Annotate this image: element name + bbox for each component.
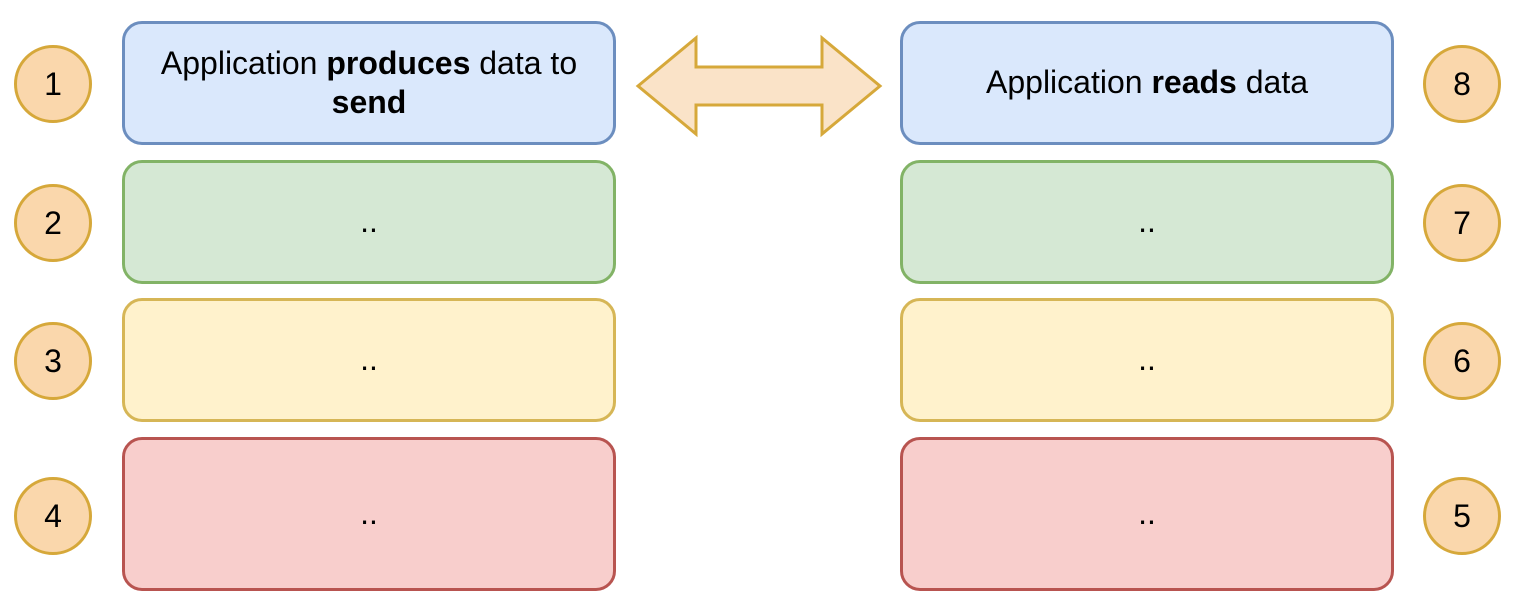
step-circle-1: 1 [14, 45, 92, 123]
right-layer-3-label: .. [1138, 341, 1156, 378]
double-headed-arrow-shape [635, 34, 883, 138]
step-circle-7: 7 [1423, 184, 1501, 262]
step-circle-2: 2 [14, 184, 92, 262]
left-application-label: Application produces data to send [161, 44, 577, 122]
right-layer-2: .. [900, 160, 1394, 284]
step-circle-3: 3 [14, 322, 92, 400]
step-circle-8: 8 [1423, 45, 1501, 123]
step-circle-5: 5 [1423, 477, 1501, 555]
left-layer-2: .. [122, 160, 616, 284]
right-app-bold-reads: reads [1151, 64, 1237, 101]
right-layer-4: .. [900, 437, 1394, 591]
left-app-text-middle: data to [470, 44, 578, 81]
step-circle-6: 6 [1423, 322, 1501, 400]
right-application-layer: Application reads data [900, 21, 1394, 145]
right-layer-2-label: .. [1138, 203, 1156, 240]
right-application-label: Application reads data [986, 63, 1308, 102]
left-layer-4: .. [122, 437, 616, 591]
right-app-text-before: Application [986, 64, 1152, 101]
left-layer-4-label: .. [360, 495, 378, 532]
left-layer-2-label: .. [360, 203, 378, 240]
left-application-layer: Application produces data to send [122, 21, 616, 145]
step-circle-4: 4 [14, 477, 92, 555]
left-layer-3-label: .. [360, 341, 378, 378]
left-layer-3: .. [122, 298, 616, 422]
right-app-text-after: data [1236, 64, 1308, 101]
left-app-bold-produces: produces [326, 44, 471, 81]
double-headed-arrow-icon [635, 34, 883, 138]
left-app-text-before: Application [160, 44, 327, 81]
right-layer-4-label: .. [1138, 495, 1156, 532]
left-app-bold-send: send [331, 84, 407, 120]
right-layer-3: .. [900, 298, 1394, 422]
